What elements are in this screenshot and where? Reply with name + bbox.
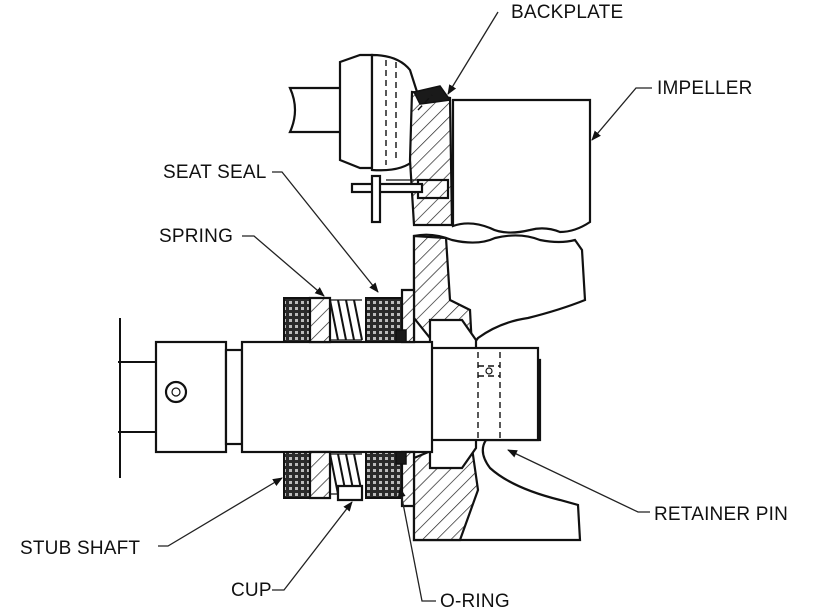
label-backplate: BACKPLATE [511, 2, 623, 23]
label-spring: SPRING [159, 226, 233, 247]
stub-shaft [118, 318, 434, 478]
label-impeller: IMPELLER [657, 78, 753, 99]
seal-assembly-bottom [283, 450, 416, 508]
leader-lines [158, 11, 652, 602]
bolt [350, 174, 424, 224]
label-o-ring: O-RING [440, 591, 510, 612]
upper-shaft-housing [288, 53, 422, 172]
backplate [408, 85, 454, 227]
impeller-block [451, 98, 592, 234]
label-seat-seal: SEAT SEAL [163, 162, 267, 183]
label-cup: CUP [231, 580, 272, 601]
seal-assembly-top [283, 288, 416, 344]
label-retainer-pin: RETAINER PIN [654, 504, 788, 525]
label-stub-shaft: STUB SHAFT [20, 538, 140, 559]
impeller-hub [412, 233, 587, 542]
